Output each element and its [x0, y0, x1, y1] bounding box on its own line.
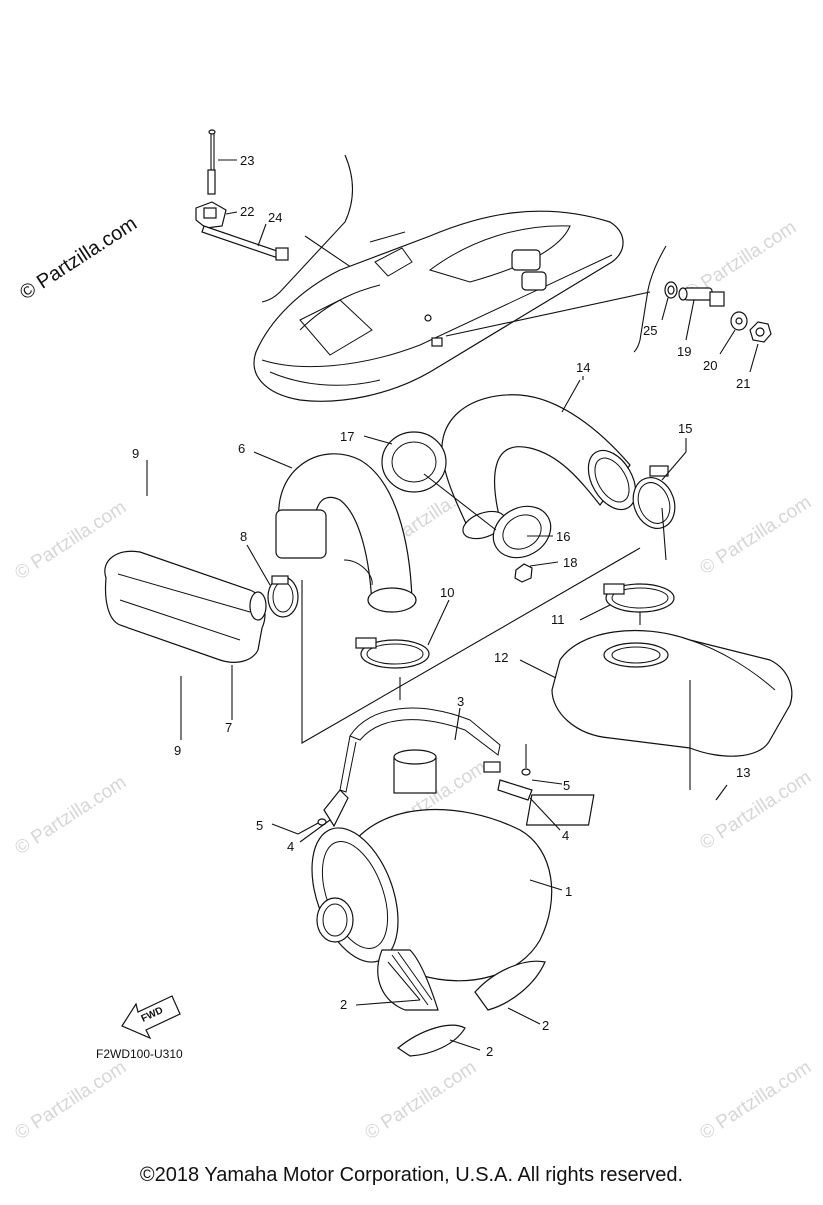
callout-16: 16: [556, 529, 570, 544]
callout-9-upper: 9: [132, 446, 139, 461]
part-23-rivet: [207, 129, 216, 195]
watermark: © Partzilla.com: [696, 492, 815, 579]
leader-lines: [146, 159, 759, 1051]
detail-bracket-right: [633, 245, 667, 353]
callout-7: 7: [225, 720, 232, 735]
part-10-clamp: [355, 637, 430, 669]
copyright-notice: ©2018 Yamaha Motor Corporation, U.S.A. A…: [139, 1164, 684, 1186]
callout-2-bottom: 2: [486, 1044, 493, 1059]
part-7-filter-box: [104, 550, 267, 663]
part-4-bracket-left: [323, 789, 349, 828]
callout-10: 10: [440, 585, 454, 600]
part-15-clamp: [632, 465, 676, 529]
watermark: © Partzilla.com: [11, 1057, 130, 1144]
callout-25: 25: [643, 323, 657, 338]
callout-15: 15: [678, 421, 692, 436]
callout-4-left: 4: [287, 839, 294, 854]
watermark: © Partzilla.com: [11, 772, 130, 859]
part-20-washer: [730, 311, 748, 331]
leader-detail-right: [445, 291, 651, 337]
callout-22: 22: [240, 204, 254, 219]
part-2-pad-right: [474, 960, 546, 1011]
watermark: © Partzilla.com: [696, 767, 815, 854]
part-19-nozzle: [678, 287, 725, 307]
part-11-clamp: [603, 583, 675, 613]
callout-18: 18: [563, 555, 577, 570]
callout-17: 17: [340, 429, 354, 444]
part-13-pad: [525, 794, 595, 826]
detail-bracket-left: [261, 154, 353, 303]
callout-14: 14: [576, 360, 590, 375]
callout-3: 3: [457, 694, 464, 709]
callout-12: 12: [494, 650, 508, 665]
part-22-clip: [195, 201, 227, 229]
part-17-flange: [381, 431, 447, 493]
part-16-plate: [492, 505, 552, 559]
callout-9-lower: 9: [174, 743, 181, 758]
callout-21: 21: [736, 376, 750, 391]
part-12-resonator: [551, 629, 793, 757]
watercraft-hull: [253, 210, 624, 402]
callouts: 23 22 24 25 19 20 21 14 17 15 6 9 16 8 1…: [132, 153, 750, 1059]
part-21-nut: [749, 321, 772, 343]
part-18-nut: [514, 563, 533, 583]
part-5-rivet-left: [297, 818, 327, 835]
callout-5-right: 5: [563, 778, 570, 793]
part-2-pad-ribs: [387, 951, 433, 1006]
part-24-cable-tie: [201, 225, 289, 261]
part-2-pad-ribbed: [377, 949, 439, 1011]
fwd-arrow: FWD: [121, 995, 181, 1040]
callout-23: 23: [240, 153, 254, 168]
callout-6: 6: [238, 441, 245, 456]
callout-5-left: 5: [256, 818, 263, 833]
part-6-elbow-pipe: [275, 453, 417, 613]
part-3-strap: [339, 707, 501, 793]
part-4-bracket-right: [497, 779, 533, 801]
part-2-pad-bottom: [396, 1024, 466, 1057]
callout-19: 19: [677, 344, 691, 359]
callout-13: 13: [736, 765, 750, 780]
callout-1: 1: [565, 884, 572, 899]
part-14-upper-pipe: [441, 394, 637, 540]
assembly-lines: [301, 473, 691, 790]
callout-2-left: 2: [340, 997, 347, 1012]
callout-24: 24: [268, 210, 282, 225]
part-1-muffler: [311, 749, 553, 982]
part-8-clamp: [267, 575, 299, 618]
part-5-rivet-right: [521, 744, 531, 776]
callout-2-right: 2: [542, 1018, 549, 1033]
watermark: © Partzilla.com: [696, 1057, 815, 1144]
watermark: © Partzilla.com: [361, 1057, 480, 1144]
callout-8: 8: [240, 529, 247, 544]
part-25-hose-clip: [664, 281, 678, 299]
callout-4-right: 4: [562, 828, 569, 843]
callout-20: 20: [703, 358, 717, 373]
diagram-code: F2WD100-U310: [96, 1047, 183, 1061]
callout-11: 11: [551, 612, 565, 627]
